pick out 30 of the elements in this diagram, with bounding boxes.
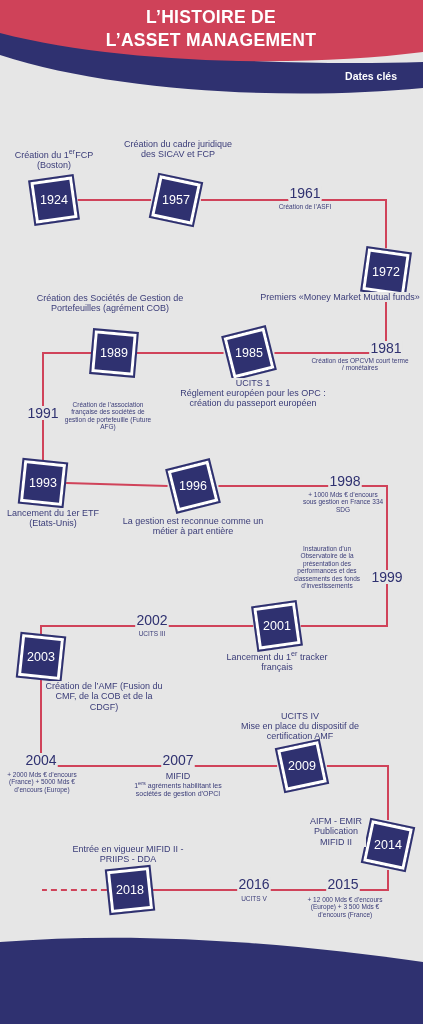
year-text: 2014: [374, 838, 402, 852]
year-text: 1924: [40, 193, 68, 207]
milestone-description: Réglement européen pour les OPC : création du passeport européen: [178, 388, 328, 409]
year-text: 2015: [326, 877, 360, 891]
subtitle: Dates clés: [345, 70, 397, 82]
year-text: 2007: [161, 753, 195, 767]
year-text: 1991: [26, 406, 60, 420]
title: L’HISTOIRE DE L’ASSET MANAGEMENT: [104, 6, 318, 52]
year-text: 2002: [135, 613, 169, 627]
year-text: 1985: [235, 346, 263, 360]
milestone-description: Création du cadre juridique des SICAV et FCP: [123, 139, 233, 160]
year-text: 1957: [162, 193, 190, 207]
year-text: 1989: [100, 346, 128, 360]
year-text: 2018: [116, 883, 144, 897]
milestone-description: Premiers «Money Market Mutual funds»: [260, 292, 420, 303]
year-text: 2016: [237, 877, 271, 891]
year-text: 1999: [370, 570, 404, 584]
timeline-line: [360, 485, 388, 571]
year-text: 2003: [27, 650, 55, 664]
year-text: 1972: [372, 265, 400, 279]
year-text: 1998: [328, 474, 362, 488]
timeline-line: [269, 889, 328, 891]
year-text: 1993: [29, 476, 57, 490]
year-text: 1996: [179, 479, 207, 493]
timeline-line: [56, 765, 163, 767]
year-text: 2009: [288, 759, 316, 773]
year-text: 2004: [24, 753, 58, 767]
year-text: 1981: [369, 341, 403, 355]
year-text: 2001: [263, 619, 291, 633]
year-text: 1961: [288, 186, 322, 200]
